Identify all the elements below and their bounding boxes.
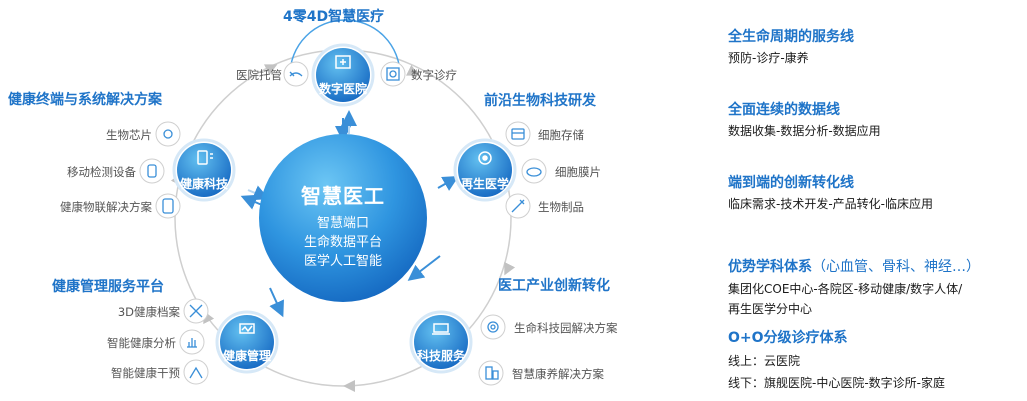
handshake-icon bbox=[289, 71, 303, 77]
rp-oo-line-2: 线下：旗舰医院-中心医院-数字诊所-家庭 bbox=[728, 376, 945, 390]
building-icon bbox=[485, 366, 499, 380]
rp-oo-line-1: 线上：云医院 bbox=[728, 354, 801, 368]
rp-innovation-line-text: 临床需求-技术开发-产品转化-临床应用 bbox=[728, 197, 933, 211]
rp-discipline-title-paren: （心血管、骨科、神经…） bbox=[812, 259, 980, 275]
hub-label-health-mgmt: 健康管理 bbox=[222, 349, 271, 363]
item-cell-sheet: 细胞膜片 bbox=[555, 165, 601, 179]
center-circle bbox=[259, 134, 427, 302]
rp-discipline-line-1: 集团化COE中心-各院区-移动健康/数字人体/ bbox=[728, 282, 963, 296]
hub-health-mgmt-circle bbox=[215, 310, 279, 374]
gear-icon bbox=[487, 321, 499, 333]
monitor-icon bbox=[239, 323, 255, 334]
item-mobile-detection: 移动检测设备 bbox=[67, 165, 136, 179]
intervention-arrow-icon bbox=[189, 366, 203, 379]
hub-label-digital-hospital: 数字医院 bbox=[318, 82, 367, 96]
center-title: 智慧医工 bbox=[301, 184, 385, 208]
rp-service-line-text: 预防-诊疗-康养 bbox=[728, 51, 809, 65]
center-line-2: 生命数据平台 bbox=[303, 235, 382, 250]
dna-icon bbox=[189, 304, 203, 318]
rp-discipline-line-2: 再生医学分中心 bbox=[728, 302, 813, 316]
group-title-health-mgmt-platform: 健康管理服务平台 bbox=[52, 279, 164, 295]
device-icon bbox=[197, 150, 213, 165]
group-title-frontier-biotech: 前沿生物科技研发 bbox=[484, 93, 596, 109]
item-digital-diagnosis: 数字诊疗 bbox=[411, 68, 457, 82]
top-arc bbox=[289, 19, 401, 76]
hospital-icon bbox=[335, 55, 351, 69]
hub-regen-medicine-circle bbox=[453, 138, 517, 202]
storage-icon bbox=[511, 128, 525, 140]
iot-phone-icon bbox=[162, 198, 174, 214]
hub-label-health-tech: 健康科技 bbox=[179, 177, 228, 191]
cell-icon bbox=[478, 151, 492, 165]
syringe-icon bbox=[511, 199, 525, 213]
rp-data-line-title: 全面连续的数据线 bbox=[728, 102, 840, 118]
item-smart-health-intervention: 智能健康干预 bbox=[111, 366, 180, 380]
cell-sheet-icon bbox=[526, 167, 542, 177]
hub-label-regen-medicine: 再生医学 bbox=[460, 177, 509, 191]
item-3d-health-record: 3D健康档案 bbox=[117, 305, 180, 319]
item-smart-eldercare: 智慧康养解决方案 bbox=[512, 367, 604, 381]
rp-innovation-line-title: 端到端的创新转化线 bbox=[728, 175, 854, 191]
item-biochip: 生物芯片 bbox=[106, 128, 152, 142]
center-line-1: 智慧端口 bbox=[316, 216, 369, 231]
analysis-chart-icon bbox=[187, 338, 197, 348]
hub-tech-service-circle bbox=[409, 310, 473, 374]
item-life-science-park: 生命科技园解决方案 bbox=[514, 321, 618, 335]
rp-service-line-title: 全生命周期的服务线 bbox=[728, 29, 854, 45]
group-title-4d-smart-healthcare: 4零4D智慧医疗 bbox=[283, 9, 385, 25]
rp-data-line-text: 数据收集-数据分析-数据应用 bbox=[728, 124, 881, 138]
wearable-icon bbox=[147, 164, 157, 178]
hub-digital-hospital-circle bbox=[311, 43, 375, 107]
item-hospital-hosting: 医院托管 bbox=[236, 68, 282, 82]
item-bio-products: 生物制品 bbox=[538, 200, 584, 214]
item-health-iot: 健康物联解决方案 bbox=[60, 200, 152, 214]
rp-discipline-title: 优势学科体系（心血管、骨科、神经…） bbox=[728, 256, 980, 276]
group-title-industry-innovation: 医工产业创新转化 bbox=[498, 278, 610, 294]
chip-icon bbox=[163, 129, 173, 139]
hub-label-tech-service: 科技服务 bbox=[416, 349, 465, 363]
center-line-3: 医学人工智能 bbox=[303, 254, 382, 269]
group-title-health-terminal: 健康终端与系统解决方案 bbox=[8, 92, 162, 108]
rp-oo-title: O+O分级诊疗体系 bbox=[728, 330, 848, 346]
item-smart-health-analysis: 智能健康分析 bbox=[107, 336, 176, 350]
hub-connectors bbox=[240, 110, 459, 318]
rp-discipline-title-main: 优势学科体系 bbox=[728, 259, 812, 275]
lab-icon bbox=[432, 323, 450, 335]
right-panel: 全生命周期的服务线 预防-诊疗-康养 全面连续的数据线 数据收集-数据分析-数据… bbox=[724, 0, 1024, 401]
item-cell-storage: 细胞存储 bbox=[538, 128, 584, 142]
digital-diagnosis-icon bbox=[386, 67, 400, 81]
hub-health-tech-circle bbox=[172, 138, 236, 202]
